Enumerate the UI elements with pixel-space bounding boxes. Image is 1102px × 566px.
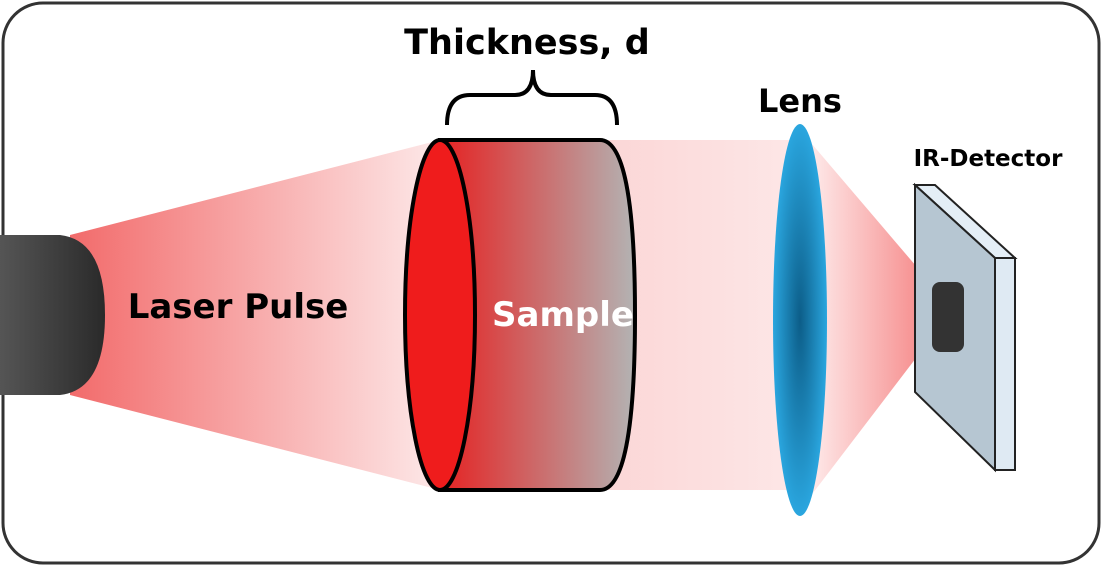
laser-source — [0, 235, 105, 395]
ir-detector — [912, 182, 1018, 473]
thickness-label: Thickness, d — [404, 23, 650, 63]
lens — [773, 124, 827, 516]
laser-pulse-label: Laser Pulse — [128, 287, 349, 327]
incident-beam — [70, 140, 440, 490]
sample-cylinder — [403, 138, 638, 492]
thickness-brace — [445, 69, 619, 126]
detector-sensor — [932, 282, 964, 352]
lens-label: Lens — [758, 82, 842, 120]
focused-beam — [800, 130, 945, 510]
sample-label: Sample — [492, 295, 634, 335]
detector-label: IR-Detector — [914, 146, 1064, 172]
